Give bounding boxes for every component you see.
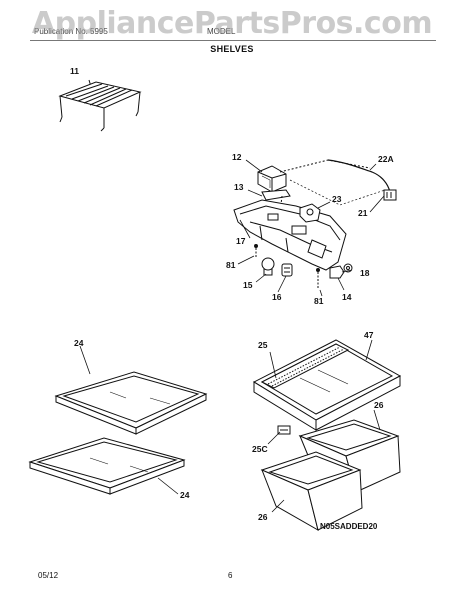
label-part-26-left: 26 — [258, 512, 268, 522]
label-part-25: 25 — [258, 340, 268, 350]
label-part-22a: 22A — [378, 154, 394, 164]
label-part-16: 16 — [272, 292, 282, 302]
label-part-18: 18 — [360, 268, 370, 278]
watermark-logo: AppliancePartsPros.com — [31, 6, 433, 41]
model-header: MODEL — [207, 27, 236, 36]
label-part-17: 17 — [236, 236, 246, 246]
section-title: SHELVES — [210, 44, 254, 54]
publication-number: Publication No. 5995 — [34, 27, 108, 36]
label-part-24-upper: 24 — [74, 338, 84, 348]
glass-shelf-upper-part-24 — [54, 345, 208, 435]
header-rule — [30, 40, 436, 41]
label-part-81-left: 81 — [226, 260, 236, 270]
leader-lines-top — [237, 159, 385, 297]
label-part-21: 21 — [358, 208, 368, 218]
diagram-code: N05SADDED20 — [320, 522, 378, 531]
label-part-15: 15 — [243, 280, 253, 290]
crisper-cover-shelf-part-47 — [252, 339, 402, 431]
footer-date: 05/12 — [38, 571, 59, 580]
crisper-drawer-left-part-26 — [260, 451, 363, 532]
page-number: 6 — [228, 571, 233, 580]
label-part-47: 47 — [364, 330, 374, 340]
label-part-23: 23 — [332, 194, 342, 204]
label-part-13: 13 — [234, 182, 244, 192]
label-part-14: 14 — [342, 292, 352, 302]
label-part-12: 12 — [232, 152, 242, 162]
wire-rack-part-11 — [58, 79, 142, 132]
glass-shelf-lower-part-24 — [28, 437, 186, 495]
label-part-26-right: 26 — [374, 400, 384, 410]
control-housing-assembly — [233, 159, 397, 288]
label-part-11: 11 — [70, 66, 79, 76]
slide-part-25c — [267, 425, 291, 445]
label-part-25c: 25C — [252, 444, 268, 454]
label-part-24-lower: 24 — [180, 490, 190, 500]
label-part-81-right: 81 — [314, 296, 324, 306]
